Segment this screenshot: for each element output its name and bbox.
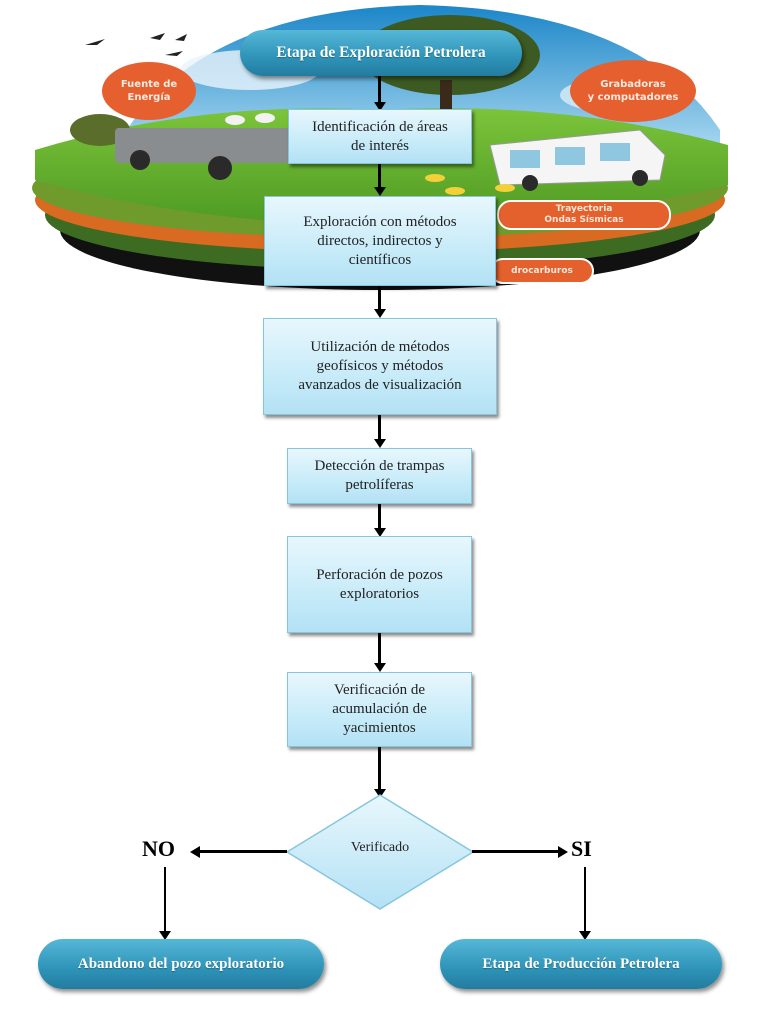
yes-branch-label: SI — [571, 836, 592, 861]
connector — [378, 76, 381, 102]
arrow-down-icon — [374, 187, 386, 196]
exploration-stage-title: Etapa de Exploración Petrolera — [240, 30, 522, 76]
vibroseis-truck — [115, 128, 295, 180]
seismic-waves-tag: Trayectoria Ondas Sísmicas — [497, 200, 671, 230]
step-accumulation-verification: Verificación de acumulación de yacimient… — [287, 672, 472, 747]
arrow-down-icon — [374, 789, 386, 798]
arrow-down-icon — [374, 309, 386, 318]
no-branch-label: NO — [142, 836, 175, 861]
step-identify-areas: Identificación de áreas de interés — [288, 109, 472, 164]
connector — [378, 286, 381, 309]
decision-diamond — [286, 794, 474, 910]
connector — [378, 164, 381, 187]
decision-label: Verificado — [350, 840, 410, 855]
energy-source-bubble: Fuente de Energía — [102, 62, 196, 120]
arrow-right-icon — [558, 846, 568, 858]
recording-van — [489, 129, 666, 191]
arrow-down-icon — [159, 931, 171, 940]
arrow-left-icon — [190, 846, 200, 858]
production-stage-outcome: Etapa de Producción Petrolera — [440, 939, 722, 989]
arrow-down-icon — [374, 528, 386, 537]
arrow-down-icon — [374, 663, 386, 672]
recorders-bubble: Grabadoras y computadores — [570, 60, 696, 122]
connector — [472, 850, 558, 853]
birds-icon — [85, 33, 187, 56]
connector — [584, 867, 586, 931]
hydrocarbons-tag: drocarburos — [490, 258, 594, 284]
connector — [164, 867, 166, 931]
arrow-down-icon — [579, 931, 591, 940]
connector — [378, 633, 381, 663]
step-exploration-methods: Exploración con métodos directos, indire… — [264, 196, 496, 286]
arrow-down-icon — [374, 439, 386, 448]
arrow-down-icon — [374, 102, 386, 111]
connector — [378, 415, 381, 439]
step-well-drilling: Perforación de pozos exploratorios — [287, 536, 472, 633]
abandon-well-outcome: Abandono del pozo exploratorio — [38, 939, 324, 989]
connector — [378, 504, 381, 528]
step-trap-detection: Detección de trampas petrolíferas — [287, 448, 472, 504]
connector — [378, 747, 381, 789]
connector — [200, 850, 287, 853]
step-geophysical-methods: Utilización de métodos geofísicos y méto… — [263, 318, 497, 415]
